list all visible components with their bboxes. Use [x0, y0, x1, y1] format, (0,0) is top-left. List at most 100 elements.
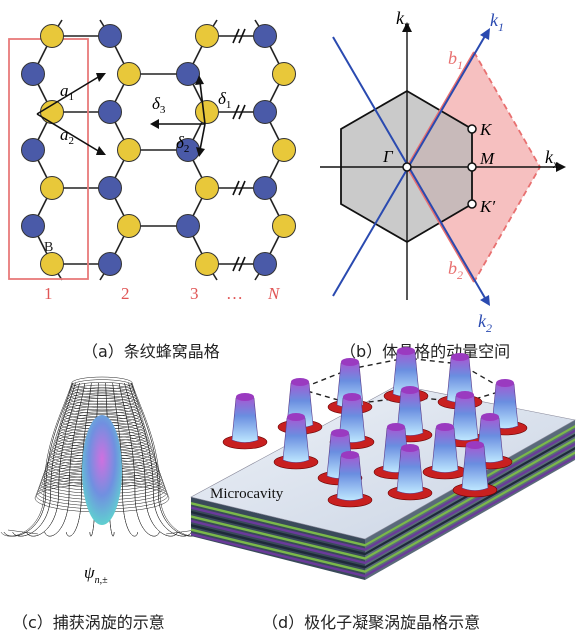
site-a [253, 176, 277, 200]
bragg-layer [191, 528, 365, 573]
pillar [461, 441, 489, 491]
mesh-line [65, 382, 92, 537]
delta2-arrow [199, 123, 206, 151]
pillar-top [466, 441, 484, 449]
pillar [231, 393, 259, 443]
panel-b-momentum-space: Γ K M K′ kx ky k1 k2 b1 b2 [320, 8, 566, 335]
b2-label: b2 [448, 258, 463, 282]
a1-label: a1 [60, 81, 74, 103]
site-a [98, 100, 122, 124]
hexagon-outline [297, 357, 507, 405]
pillar-top [236, 393, 254, 401]
site-a [98, 24, 122, 48]
k-prime-label: K′ [479, 197, 495, 216]
pillar-top [397, 347, 415, 355]
pillar-top [451, 353, 469, 361]
lattice-bonds [32, 19, 285, 281]
bragg-layer [365, 442, 575, 565]
delta1-arrow [199, 81, 206, 125]
column-label: 3 [190, 284, 199, 303]
pillar-top [387, 423, 405, 431]
lattice-sites [21, 24, 296, 276]
pillar-top [456, 391, 474, 399]
pillar [336, 451, 364, 501]
kx-label: kx [545, 147, 559, 171]
gamma-label: Γ [382, 147, 394, 166]
pillar [431, 423, 459, 473]
site-a [21, 62, 45, 86]
site-b [40, 176, 64, 200]
mesh-line [128, 382, 192, 537]
bragg-layer [365, 455, 575, 578]
bragg-layer [191, 515, 365, 560]
site-b [272, 214, 296, 238]
mesh-ring [65, 398, 139, 414]
k-prime-point [467, 199, 477, 209]
pillar [282, 413, 310, 463]
pillar [396, 444, 424, 494]
panel-a-honeycomb: a1 a2 δ3 δ1 δ2 A B 1 2 3 … N [8, 19, 296, 303]
pillar-top [287, 413, 305, 421]
site-b [117, 214, 141, 238]
k2-label: k2 [478, 311, 492, 335]
mesh-line [131, 382, 204, 537]
column-labels: 1 2 3 … N [44, 284, 281, 303]
bragg-layer [365, 451, 575, 573]
a2-arrow [36, 113, 101, 153]
column-label: N [267, 284, 281, 303]
bragg-layer [191, 510, 365, 556]
break-mark [238, 28, 246, 44]
site-b-label: B [44, 240, 53, 255]
pillar-top [341, 358, 359, 366]
mesh-line [112, 382, 139, 537]
pillar-top [436, 423, 454, 431]
b1-vector [406, 51, 475, 168]
mesh-ring [66, 392, 138, 408]
b1-label: b1 [448, 48, 463, 72]
site-b [195, 252, 219, 276]
mesh-ring [68, 387, 136, 402]
caption-c: （c）捕获涡旋的示意 [12, 613, 165, 632]
pillar-top [496, 379, 514, 387]
site-a [21, 138, 45, 162]
mesh-line [130, 382, 201, 537]
lattice-vectors [36, 73, 206, 157]
break-mark [238, 104, 246, 120]
column-label: 1 [44, 284, 53, 303]
mesh-line [124, 382, 178, 537]
site-a-label: A [25, 199, 36, 214]
mesh-line [44, 382, 86, 537]
site-a [98, 176, 122, 200]
k1-label: k1 [490, 10, 504, 34]
bragg-layer [191, 524, 365, 569]
column-label: … [226, 284, 243, 303]
bragg-layer [191, 502, 365, 547]
mesh-line [26, 382, 80, 537]
site-b [195, 100, 219, 124]
k-label: K [479, 120, 493, 139]
gamma-point [402, 162, 412, 172]
pillar-top [481, 413, 499, 421]
site-b [195, 176, 219, 200]
pillar-top [401, 386, 419, 394]
break-mark [232, 256, 240, 272]
delta2-label: δ2 [176, 133, 189, 155]
m-label: M [479, 149, 495, 168]
break-mark [238, 180, 246, 196]
bragg-layer [365, 438, 575, 560]
break-mark [232, 104, 240, 120]
ky-label: ky [396, 8, 410, 32]
bragg-layer [191, 532, 365, 578]
pillar-top [341, 451, 359, 459]
site-b [40, 100, 64, 124]
caption-b: （b）体晶格的动量空间 [340, 342, 510, 361]
b2-vector [406, 166, 475, 283]
site-b [117, 138, 141, 162]
pillar [451, 391, 479, 441]
mesh-line [130, 382, 201, 537]
site-b [117, 62, 141, 86]
bragg-layer [365, 447, 575, 569]
site-b [195, 24, 219, 48]
mesh-edge [7, 529, 39, 535]
